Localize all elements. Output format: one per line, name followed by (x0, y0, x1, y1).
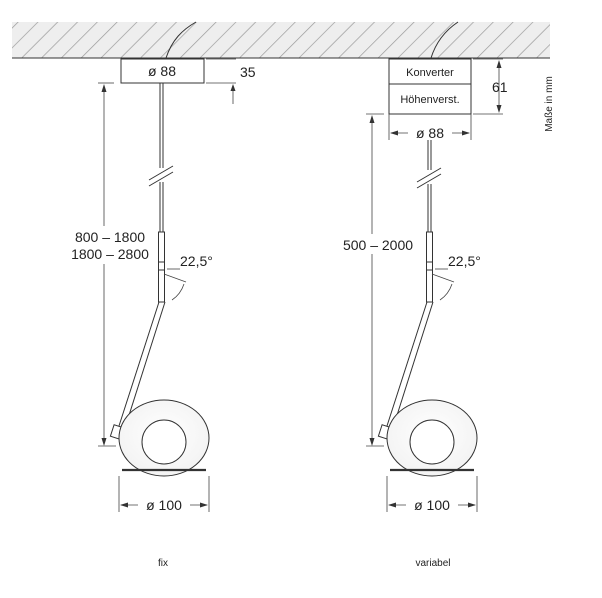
fix-tilt-angle: 22,5° (180, 253, 213, 269)
variabel-lamp: Konverter Höhenverst. 61 ø 88 (336, 21, 508, 569)
fix-canopy-diameter-label: ø 88 (148, 63, 176, 79)
variabel-head-diameter: ø 100 (414, 497, 450, 513)
variabel-converter-box (388, 58, 472, 115)
fix-supply-cable (165, 21, 197, 59)
ceiling (12, 22, 550, 59)
variabel-box-height: 61 (492, 79, 508, 95)
variabel-caption: variabel (415, 558, 450, 569)
unit-label: Maße in mm (544, 76, 555, 132)
variabel-supply-cable (430, 21, 459, 59)
variabel-length-range: 500 – 2000 (343, 237, 413, 253)
fix-caption: fix (158, 558, 168, 569)
variabel-tilt-angle: 22,5° (448, 253, 481, 269)
variabel-canopy-diameter: ø 88 (416, 125, 444, 141)
fix-lamp: ø 88 35 800 – 1800 1800 – 280 (70, 21, 256, 569)
fix-length-range-1: 800 – 1800 (75, 229, 145, 245)
fix-head-diameter: ø 100 (146, 497, 182, 513)
height-adjust-label: Höhenverst. (400, 94, 459, 106)
fix-canopy-height-label: 35 (240, 64, 256, 80)
fix-canopy (120, 58, 205, 84)
converter-label: Konverter (406, 67, 454, 79)
fix-length-range-2: 1800 – 2800 (71, 246, 149, 262)
